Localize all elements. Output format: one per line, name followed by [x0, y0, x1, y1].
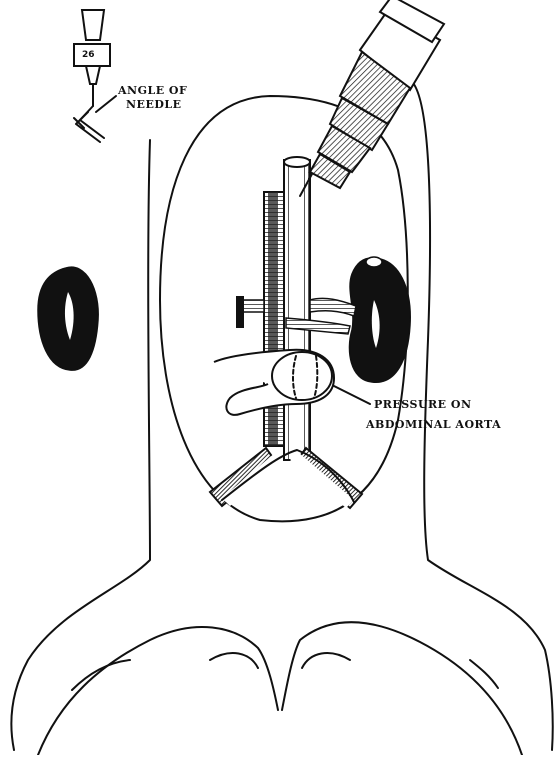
pressure-label-line2: ABDOMINAL AORTA [366, 418, 501, 432]
aorta [284, 157, 310, 460]
pressure-on-aorta-label: PRESSURE ON ABDOMINAL AORTA [374, 398, 501, 432]
needle-icon [74, 10, 110, 142]
angle-label-line1: ANGLE OF [118, 84, 187, 98]
pressure-label-line1: PRESSURE ON [374, 398, 501, 412]
needle-gauge-label: 26 [82, 50, 95, 60]
left-kidney [38, 267, 98, 370]
right-kidney [349, 257, 410, 382]
compressing-finger [214, 350, 334, 415]
syringe-icon [300, 0, 444, 196]
angle-of-needle-label: ANGLE OF NEEDLE [118, 84, 187, 112]
angle-label-line2: NEEDLE [118, 98, 187, 112]
